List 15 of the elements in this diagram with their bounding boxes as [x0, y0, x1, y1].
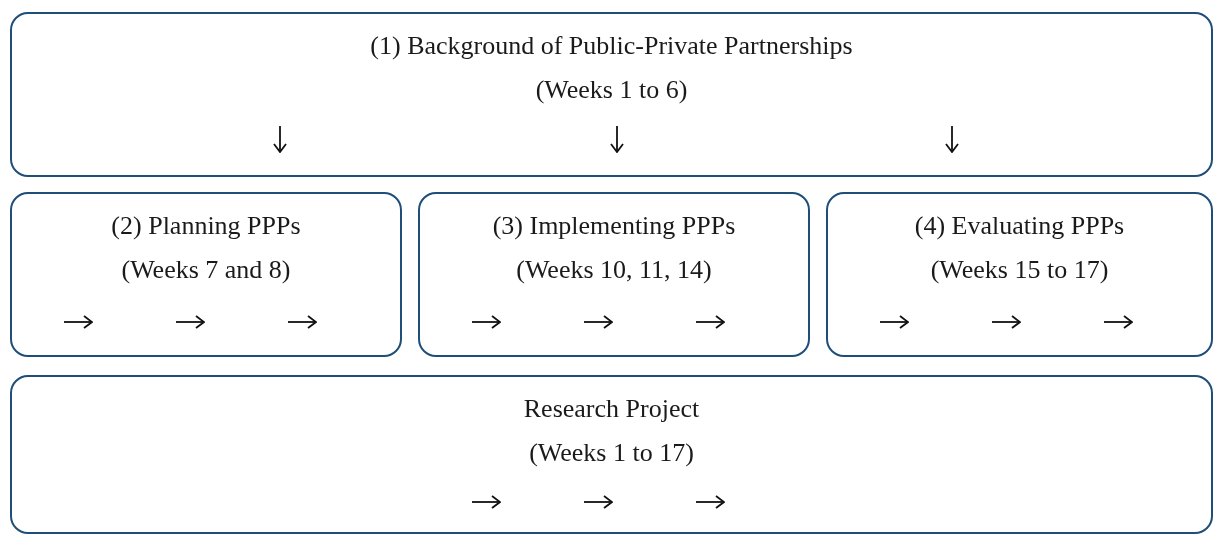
week-range: (Weeks 1 to 17) — [528, 437, 695, 469]
phase-box — [826, 192, 1213, 357]
week-range: (Weeks 15 to 17) — [929, 254, 1110, 286]
week-range: (Weeks 10, 11, 14) — [515, 254, 713, 286]
phase-box — [10, 192, 402, 357]
phase-title: (1) Background of Public-Private Partnerships — [369, 30, 854, 62]
phase-title: Research Project — [522, 393, 701, 425]
phase-title: (2) Planning PPPs — [110, 210, 302, 242]
week-range: (Weeks 7 and 8) — [120, 254, 292, 286]
phase-title: (4) Evaluating PPPs — [913, 210, 1126, 242]
phase-box — [418, 192, 810, 357]
phase-box — [10, 375, 1213, 534]
phase-title: (3) Implementing PPPs — [491, 210, 737, 242]
phase-box — [10, 12, 1213, 177]
week-range: (Weeks 1 to 6) — [534, 74, 689, 106]
